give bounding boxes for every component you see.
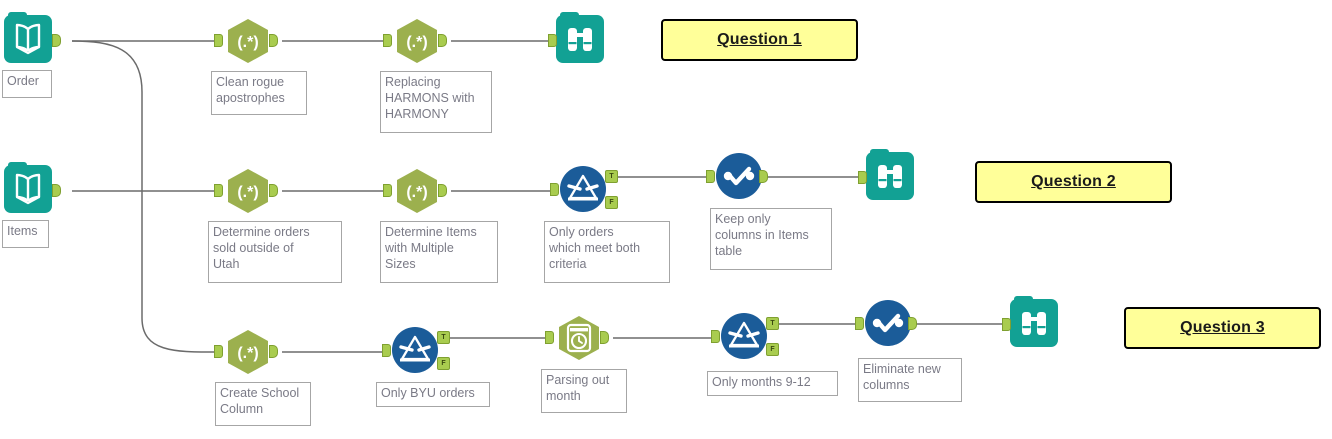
open-book-icon: [15, 173, 41, 205]
false-output-anchor[interactable]: F: [766, 343, 779, 356]
input-anchor[interactable]: [382, 344, 391, 357]
binoculars-icon: [568, 28, 592, 51]
input-anchor[interactable]: [548, 34, 557, 47]
regex-formula-icon: (.*): [228, 169, 268, 213]
tool-input-items[interactable]: [4, 162, 61, 215]
note-keep-items-columns: Keep only columns in Items table: [710, 208, 832, 270]
output-anchor[interactable]: [52, 34, 61, 47]
tool-datetime-parse-month[interactable]: [545, 312, 609, 364]
wire-order-branch-to-row3: [71, 40, 215, 353]
tool-formula-multiple-sizes[interactable]: (.*): [383, 165, 447, 217]
output-anchor[interactable]: [600, 331, 609, 344]
output-anchor[interactable]: [908, 317, 917, 330]
input-anchor[interactable]: [550, 183, 559, 196]
tool-select-items-columns[interactable]: [706, 150, 768, 202]
input-anchor[interactable]: [711, 330, 720, 343]
callout-question-3: Question 3: [1124, 307, 1321, 349]
regex-formula-icon: (.*): [228, 19, 268, 63]
input-anchor[interactable]: [855, 317, 864, 330]
true-output-anchor[interactable]: T: [605, 170, 618, 183]
false-output-anchor[interactable]: F: [437, 357, 450, 370]
tool-formula-outside-utah[interactable]: (.*): [214, 165, 278, 217]
filter-tool-body: [392, 327, 438, 373]
svg-text:(.*): (.*): [237, 345, 258, 362]
output-anchor[interactable]: [438, 184, 447, 197]
note-parsing-month: Parsing out month: [541, 369, 627, 413]
funnel-filter-icon: [567, 174, 599, 201]
input-anchor[interactable]: [383, 34, 392, 47]
tool-formula-school-column[interactable]: (.*): [214, 326, 278, 378]
svg-text:(.*): (.*): [237, 184, 258, 201]
input-anchor[interactable]: [214, 184, 223, 197]
select-tool-body: [716, 153, 762, 199]
tool-browse-q1[interactable]: [548, 12, 608, 65]
tool-browse-q2[interactable]: [858, 149, 918, 202]
input-anchor[interactable]: [1002, 318, 1011, 331]
note-multiple-sizes: Determine Items with Multiple Sizes: [380, 221, 498, 283]
output-anchor[interactable]: [759, 170, 768, 183]
browse-tool-body: [866, 149, 914, 200]
true-output-anchor[interactable]: T: [766, 317, 779, 330]
funnel-filter-icon: [728, 321, 760, 348]
tool-input-order[interactable]: [4, 12, 61, 65]
svg-text:(.*): (.*): [406, 34, 427, 51]
note-outside-utah: Determine orders sold outside of Utah: [208, 221, 342, 283]
true-output-anchor[interactable]: T: [437, 331, 450, 344]
input-anchor[interactable]: [383, 184, 392, 197]
input-anchor[interactable]: [706, 170, 715, 183]
tool-filter-both-criteria[interactable]: T F: [550, 163, 618, 215]
label-items: Items: [2, 220, 49, 248]
select-tool-body: [865, 300, 911, 346]
output-anchor[interactable]: [438, 34, 447, 47]
callout-question-1: Question 1: [661, 19, 858, 61]
input-anchor[interactable]: [214, 34, 223, 47]
note-only-months: Only months 9-12: [707, 371, 838, 396]
note-both-criteria: Only orders which meet both criteria: [544, 221, 670, 283]
label-order: Order: [2, 70, 52, 98]
filter-tool-body: [721, 313, 767, 359]
tool-filter-byu-orders[interactable]: T F: [382, 324, 450, 376]
open-book-icon: [15, 23, 41, 55]
regex-formula-icon: (.*): [397, 169, 437, 213]
filter-tool-body: [560, 166, 606, 212]
false-output-anchor[interactable]: F: [605, 196, 618, 209]
output-anchor[interactable]: [269, 345, 278, 358]
tool-filter-months[interactable]: T F: [711, 310, 779, 362]
note-only-byu: Only BYU orders: [376, 382, 490, 407]
tool-browse-q3[interactable]: [1002, 296, 1062, 349]
callout-question-2: Question 2: [975, 161, 1172, 203]
note-eliminate-columns: Eliminate new columns: [858, 358, 962, 402]
input-anchor[interactable]: [545, 331, 554, 344]
output-anchor[interactable]: [269, 184, 278, 197]
browse-tool-body: [556, 12, 604, 63]
binoculars-icon: [1022, 312, 1046, 335]
browse-tool-body: [1010, 296, 1058, 347]
svg-text:(.*): (.*): [406, 184, 427, 201]
input-anchor[interactable]: [858, 171, 867, 184]
clock-datetime-icon: [559, 316, 599, 360]
binoculars-icon: [878, 165, 902, 188]
select-columns-icon: [723, 166, 755, 186]
note-clean-apostrophes: Clean rogue apostrophes: [211, 71, 307, 115]
svg-text:(.*): (.*): [237, 34, 258, 51]
select-columns-icon: [872, 313, 904, 333]
regex-formula-icon: (.*): [228, 330, 268, 374]
note-replacing-harmony: Replacing HARMONS with HARMONY: [380, 71, 492, 133]
output-anchor[interactable]: [269, 34, 278, 47]
tool-formula-harmony[interactable]: (.*): [383, 15, 447, 67]
funnel-filter-icon: [399, 335, 431, 362]
tool-formula-apostrophes[interactable]: (.*): [214, 15, 278, 67]
tool-select-eliminate[interactable]: [855, 297, 917, 349]
input-anchor[interactable]: [214, 345, 223, 358]
regex-formula-icon: (.*): [397, 19, 437, 63]
output-anchor[interactable]: [52, 184, 61, 197]
note-create-school: Create School Column: [215, 382, 311, 426]
